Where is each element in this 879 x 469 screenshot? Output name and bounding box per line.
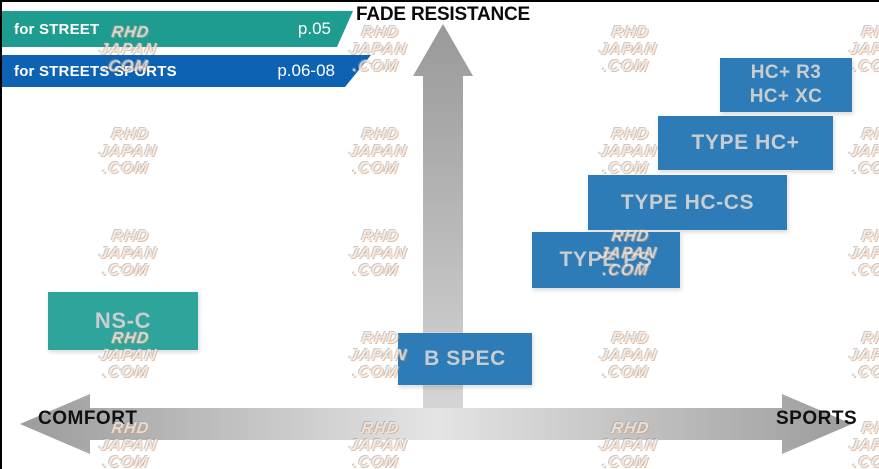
product-label: TYPE PS bbox=[559, 248, 653, 271]
product-label: HC+ XC bbox=[749, 86, 823, 107]
product-box-type-ps: TYPE PS bbox=[532, 232, 680, 288]
product-label: NS-C bbox=[94, 308, 152, 333]
product-label: B SPEC bbox=[424, 347, 506, 370]
comfort-sports-axis-arrow-icon bbox=[20, 394, 852, 454]
y-axis-label: FADE RESISTANCE bbox=[356, 4, 531, 25]
product-box-hc-plus-r3-xc: HC+ R3 HC+ XC bbox=[720, 58, 852, 112]
product-box-type-hc-cs: TYPE HC-CS bbox=[588, 175, 787, 230]
legend-page-ref: p.06-08 bbox=[277, 61, 335, 80]
legend-banner-for-street: for STREET p.05 bbox=[2, 11, 353, 47]
product-box-type-hc-plus: TYPE HC+ bbox=[658, 116, 833, 170]
legend-banner-for-streets-sports: for STREETS SPORTS p.06-08 bbox=[2, 55, 371, 87]
x-axis-comfort-label: COMFORT bbox=[38, 408, 138, 429]
top-border-line bbox=[0, 0, 879, 2]
product-label: TYPE HC+ bbox=[691, 131, 800, 154]
left-border-line bbox=[0, 0, 2, 469]
legend-page-ref: p.05 bbox=[297, 19, 331, 38]
product-label: HC+ R3 bbox=[750, 62, 822, 83]
legend-label: for STREETS SPORTS bbox=[14, 62, 177, 80]
fade-resistance-axis-arrow-icon bbox=[413, 24, 473, 430]
product-box-b-spec: B SPEC bbox=[398, 333, 532, 385]
x-axis-sports-label: SPORTS bbox=[776, 408, 858, 429]
legend-label: for STREET bbox=[14, 20, 100, 38]
product-label: TYPE HC-CS bbox=[620, 190, 755, 214]
product-box-ns-c: NS-C bbox=[48, 292, 198, 350]
